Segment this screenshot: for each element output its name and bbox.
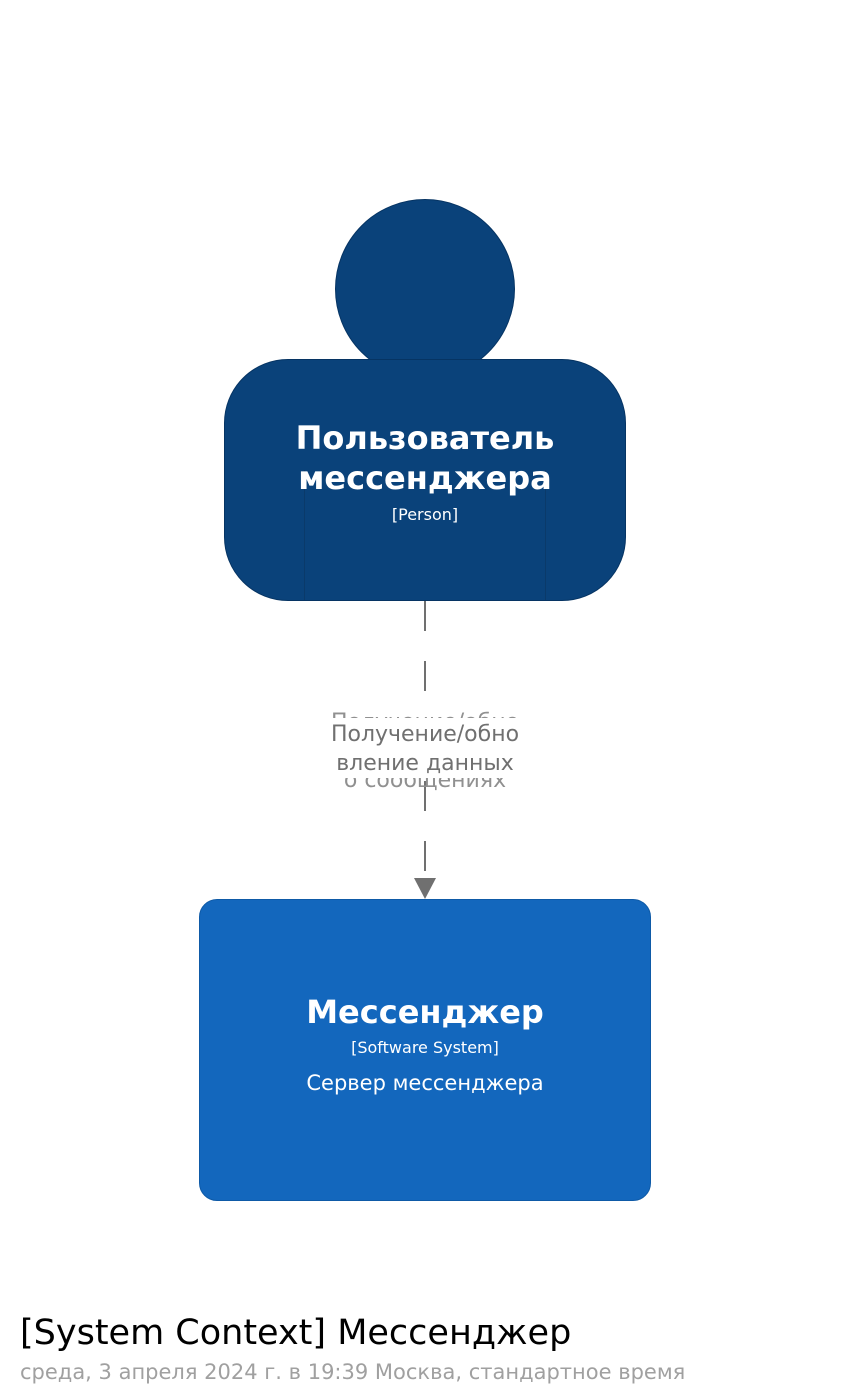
person-body-shape[interactable] bbox=[224, 359, 626, 601]
system-name: Мессенджер bbox=[306, 993, 544, 1031]
system-type-label: [Software System] bbox=[351, 1038, 499, 1057]
system-description: Сервер мессенджера bbox=[306, 1071, 544, 1095]
software-system-box[interactable] bbox=[199, 899, 651, 1201]
relationship-label-ghost-bottom-text: о сообщениях bbox=[343, 778, 507, 792]
person-type-label: [Person] bbox=[391, 505, 459, 524]
relationship-label-ghost-bottom: о сообщениях bbox=[310, 778, 540, 792]
person-name: Пользователь мессенджера bbox=[295, 419, 555, 497]
person-head-shape[interactable] bbox=[335, 199, 515, 379]
relationship-label-ghost-top: Получение/обно bbox=[310, 708, 540, 718]
relationship-arrowhead bbox=[414, 878, 436, 899]
person-inner-lines bbox=[304, 470, 546, 600]
diagram-timestamp: среда, 3 апреля 2024 г. в 19:39 Москва, … bbox=[20, 1360, 686, 1384]
relationship-label[interactable]: Получение/обно вление данных bbox=[310, 720, 540, 778]
diagram-title: [System Context] Мессенджер bbox=[20, 1313, 572, 1353]
